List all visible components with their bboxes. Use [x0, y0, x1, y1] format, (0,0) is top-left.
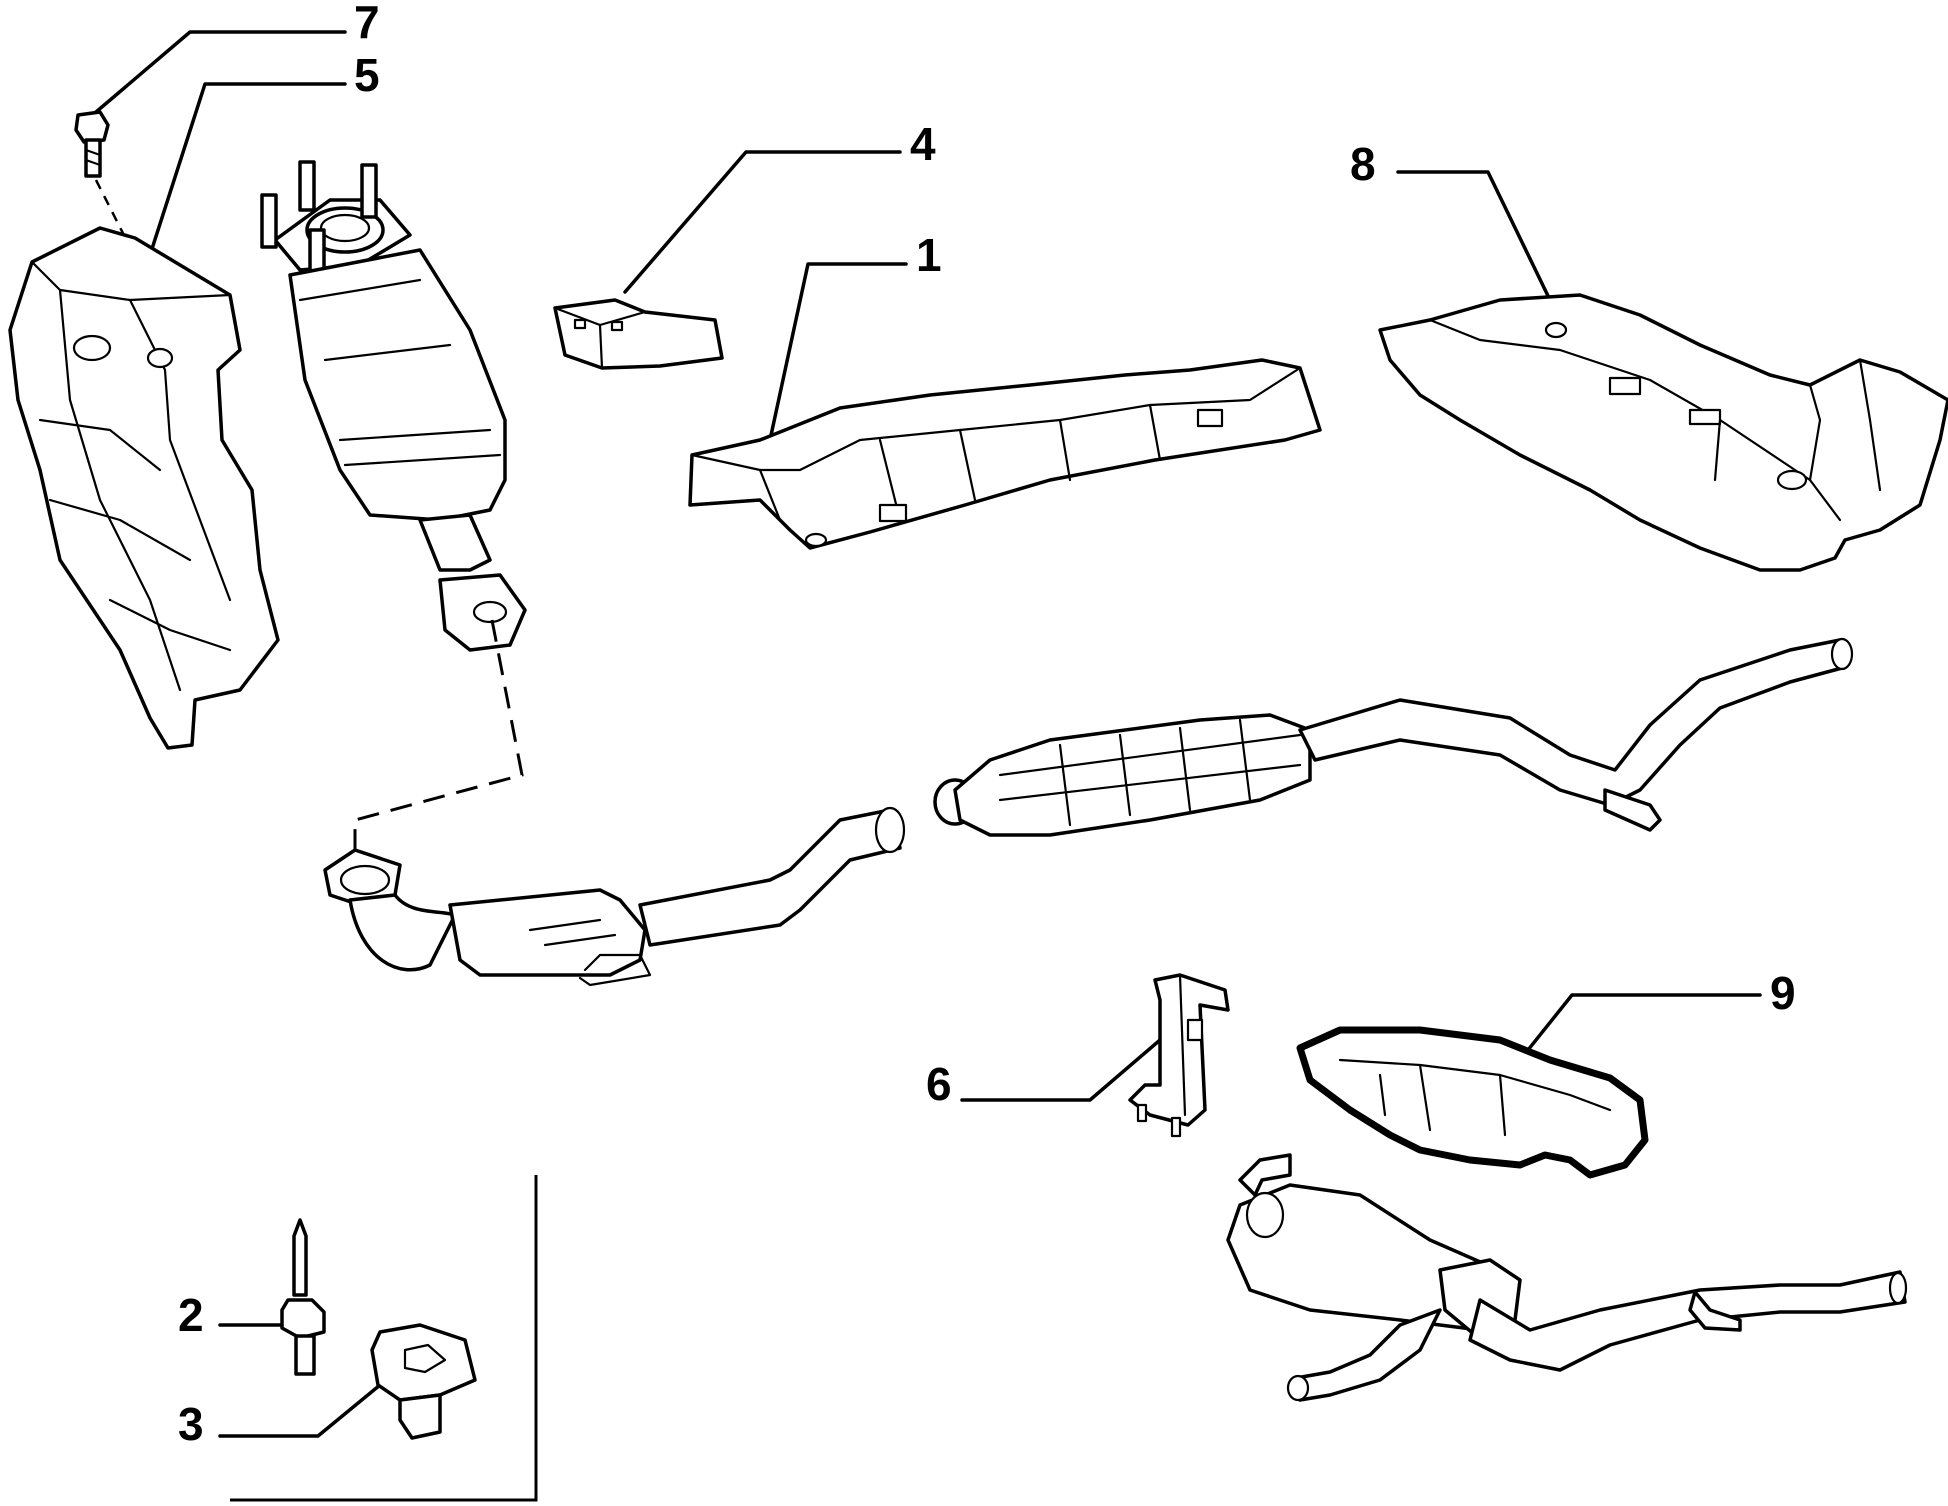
part-rear-silencer — [1226, 1153, 1908, 1402]
part-front-pipe — [323, 806, 906, 987]
leader-7 — [94, 30, 347, 114]
part-6-bracket — [1128, 973, 1230, 1138]
part-catalytic-converter-upper — [260, 160, 527, 850]
callout-8: 8 — [1350, 138, 1376, 190]
callout-3: 3 — [178, 1398, 204, 1450]
leader-1 — [768, 262, 908, 442]
callout-1: 1 — [916, 229, 942, 281]
part-1-heat-shield — [688, 358, 1322, 550]
callout-4: 4 — [910, 118, 936, 170]
part-8-rear-heat-shield — [1378, 293, 1948, 572]
leader-6 — [960, 1038, 1162, 1102]
callout-9: 9 — [1770, 967, 1796, 1019]
part-9-rear-muffler-heat-shield — [1296, 1026, 1649, 1179]
leader-3 — [218, 1383, 382, 1438]
part-3-grommet — [370, 1323, 477, 1440]
group-bracket-frame — [230, 1175, 538, 1502]
callout-5: 5 — [354, 49, 380, 101]
leader-4 — [623, 150, 902, 294]
part-4-small-heat-shield — [553, 298, 724, 370]
part-2-rivet — [280, 1218, 326, 1376]
part-middle-silencer — [933, 637, 1854, 837]
callout-numbers: 7 5 4 1 8 9 6 2 3 — [178, 0, 1796, 1450]
leader-9 — [1518, 993, 1762, 1062]
callout-6: 6 — [926, 1058, 952, 1110]
part-5-manifold-heat-shield — [8, 226, 280, 750]
leader-5 — [148, 82, 347, 257]
leader-8 — [1396, 170, 1552, 302]
callout-7: 7 — [354, 0, 380, 48]
leader-lines — [94, 30, 1762, 1502]
part-7-bolt — [74, 110, 136, 256]
callout-2: 2 — [178, 1289, 204, 1341]
connector-dashed-line — [353, 619, 524, 850]
